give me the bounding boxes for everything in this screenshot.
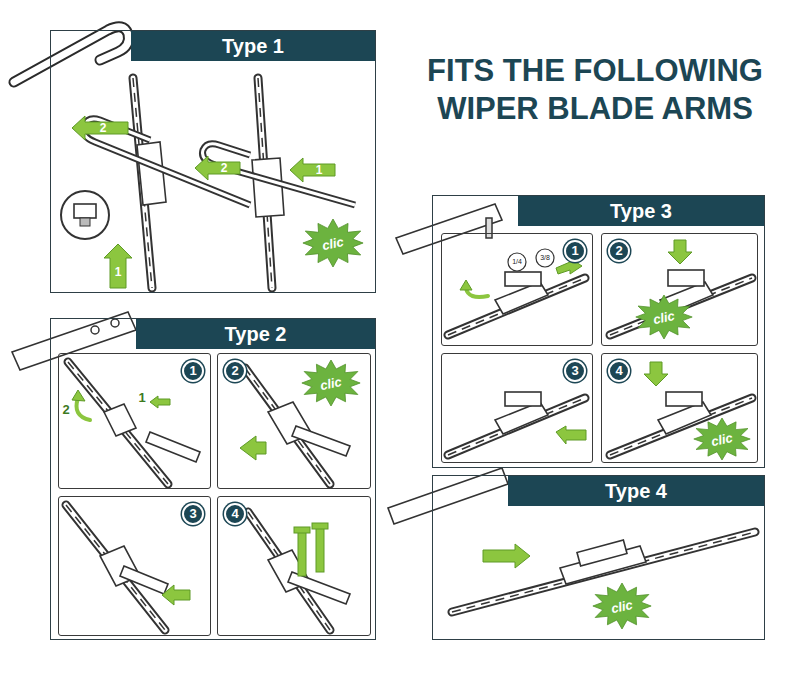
step-number: 1 [182,360,204,382]
step-number: 4 [224,503,246,525]
type-panel: Type 212clic34 [50,318,376,640]
type2-step1 [68,362,200,484]
type3-step1 [448,249,585,335]
starburst-fill [593,583,651,629]
type2-step2 [240,368,350,484]
type-panel: Type 312clic34clic [432,195,765,468]
type3-step4 [610,362,752,455]
starburst-fill [694,418,750,460]
step-number: 2 [224,360,246,382]
panel-heading: Type 4 [508,476,764,506]
arm-icon-pin [396,204,502,254]
step-frame: 4 clic [601,353,758,463]
type3-step3 [448,392,586,455]
arrow-step-number: 2 [221,162,228,175]
type-panel: Type 4 clic [432,475,765,640]
clic-starburst: clic [591,583,653,629]
size-marking: 1/4 [512,258,522,266]
step-number: 2 [608,240,630,262]
arm-icon-straight [388,468,508,524]
step-frame: 2 clic [217,353,371,489]
step-frame: 3 [58,496,211,636]
type-panel: Type 1 clic [50,30,376,293]
arrow-step-number: 2 [100,122,107,135]
step-number: 4 [608,360,630,382]
arm-icon-flat [12,312,136,370]
arm-icon-hook [14,27,129,82]
panel-heading: Type 3 [518,196,764,226]
diagram-title: FITS THE FOLLOWING WIPER BLADE ARMS [405,52,785,128]
step-number: 1 [564,240,586,262]
size-marking: 3/8 [540,254,550,262]
step-number: 3 [182,503,204,525]
step-number-text: 2 [62,403,69,417]
type2-step4 [248,512,350,630]
step-frame: 1 [441,233,593,346]
clic-starburst: clic [301,219,365,267]
clic-starburst: clic [300,360,362,406]
panel-heading: Type 1 [131,31,375,61]
step-frame: 2 clic [601,233,758,346]
starburst-fill [303,219,363,267]
arrow-step-number: 1 [316,164,323,177]
step-frame: 4 [217,496,371,636]
clic-starburst: clic [634,295,694,339]
type1-left-blade [61,78,250,288]
step-number: 3 [564,360,586,382]
step-number-text: 1 [138,391,145,405]
clic-starburst: clic [692,418,752,460]
starburst-fill [302,360,360,406]
starburst-fill [636,295,692,339]
type2-step3 [66,505,190,630]
arrow-step-number: 1 [115,266,122,279]
step-frame: 3 [441,353,593,463]
step-frame: 1 [58,353,211,489]
panel-heading: Type 2 [136,319,375,349]
